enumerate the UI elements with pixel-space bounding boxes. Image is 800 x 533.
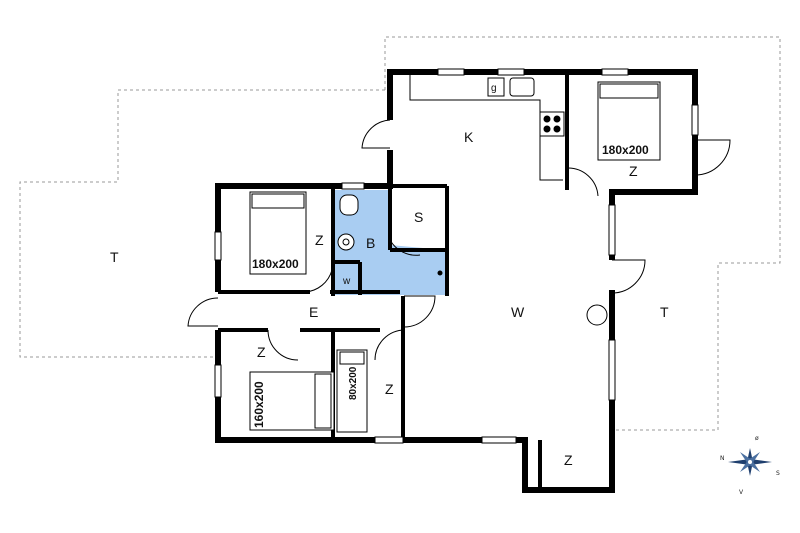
room-label-storage: S [414,209,423,225]
beds [249,81,661,433]
room-label-living: W [511,304,525,320]
kitchen-counter [409,75,565,181]
terrace-left-outline-2 [19,89,385,358]
bed-size-top-left: 180x200 [252,257,299,271]
room-label-terrace-right: T [660,304,669,320]
room-label-bathroom: B [366,235,375,251]
bed-size-small: 80x200 [348,366,359,400]
room-label-entry: E [309,304,318,320]
room-label-bed-bottom-left: Z [257,344,266,360]
bed-size-bottom-left: 160x200 [252,381,266,428]
room-label-kitchen: K [464,129,474,145]
windows [214,68,699,444]
room-label-terrace-left: T [110,249,119,265]
room-label-bed-small: Z [385,381,394,397]
bed-size-top-right: 180x200 [602,143,649,157]
stove-label: g [491,83,497,94]
compass-south: S [776,470,780,477]
room-label-bed-top-left: Z [315,232,324,248]
compass-east: ø [755,435,759,442]
compass-north: N [720,455,725,462]
bathroom-fixtures [337,194,443,276]
living-column [586,304,608,326]
interior-walls [218,72,569,490]
room-label-room-bottom: Z [564,452,573,468]
room-label-bed-top-right: Z [629,163,638,179]
doors [187,119,731,361]
room-label-washer: w [342,276,351,287]
compass-rose [728,448,772,476]
terrace-left-outline [384,36,781,431]
compass-west: V [739,489,744,496]
